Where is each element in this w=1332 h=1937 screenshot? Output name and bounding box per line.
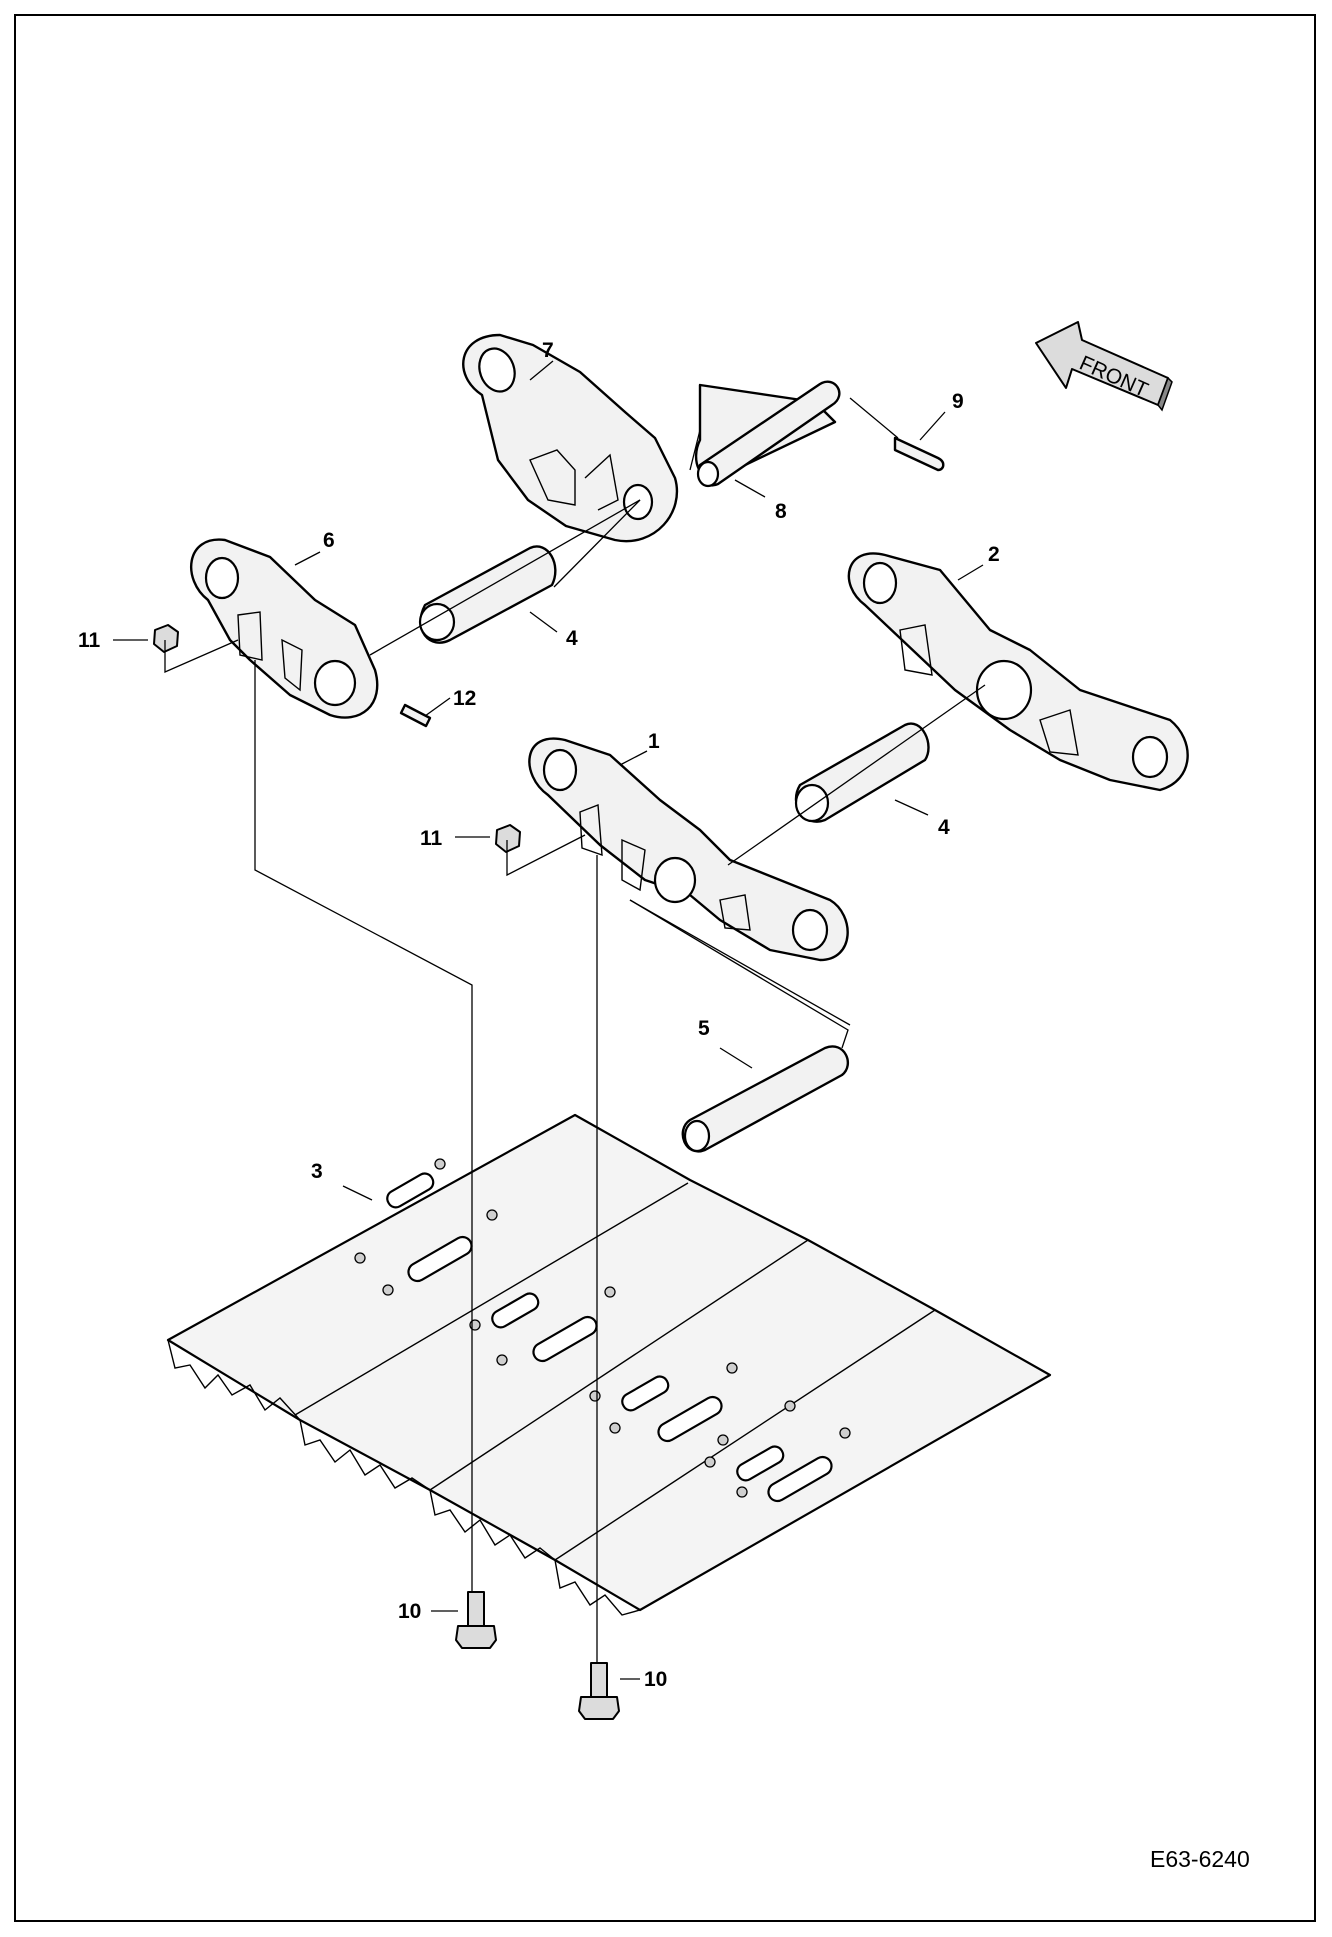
- front-arrow: FRONT: [1035, 321, 1173, 412]
- callout-7: 7: [542, 339, 554, 362]
- part-4-bushing-upper: [418, 545, 557, 644]
- callout-leaders: [113, 360, 984, 1680]
- part-6-link: [190, 538, 379, 719]
- part-11-nut-upper: [153, 624, 179, 653]
- drawing-code: E63-6240: [1150, 1846, 1250, 1872]
- part-2-link: [847, 552, 1189, 792]
- callout-8: 8: [775, 500, 787, 523]
- part-12-pin: [399, 703, 432, 728]
- callout-11-lower: 11: [420, 827, 443, 850]
- part-3-track-shoes: [166, 1113, 1052, 1616]
- part-1-link: [528, 737, 849, 962]
- part-10-bolt-right: [578, 1662, 620, 1720]
- callout-10-right: 10: [644, 1668, 667, 1691]
- callout-12: 12: [453, 687, 476, 710]
- callout-1: 1: [648, 730, 660, 753]
- part-10-bolt-left: [455, 1591, 497, 1649]
- callout-5: 5: [698, 1017, 710, 1040]
- callout-2: 2: [988, 543, 1000, 566]
- callout-3: 3: [311, 1160, 323, 1183]
- callout-10-left: 10: [398, 1600, 421, 1623]
- assembly-lines: [164, 397, 986, 1663]
- callout-4-lower: 4: [938, 816, 950, 839]
- drawing-frame: [14, 14, 1316, 1922]
- part-5-pin: [681, 1045, 850, 1153]
- callout-9: 9: [952, 390, 964, 413]
- part-8-pin: [694, 380, 841, 488]
- callout-4-upper: 4: [566, 627, 578, 650]
- part-11-nut-lower: [495, 824, 521, 853]
- part-9-cotter-pin: [893, 436, 945, 472]
- part-7-link: [462, 333, 679, 543]
- callout-6: 6: [323, 529, 335, 552]
- callout-11-upper: 11: [78, 629, 101, 652]
